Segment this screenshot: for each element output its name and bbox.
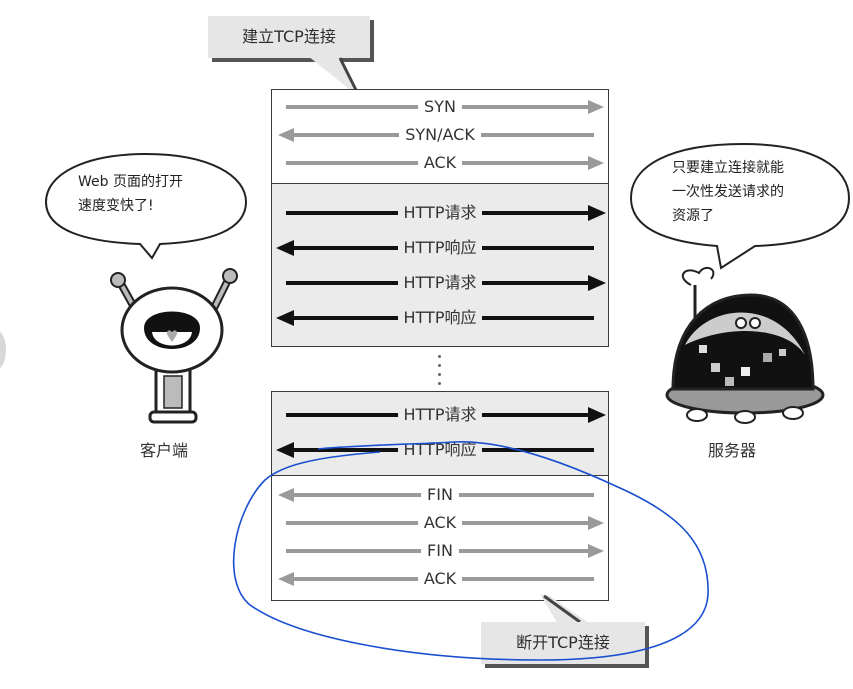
seq-row: FIN: [272, 540, 608, 562]
server-caption: 服务器: [708, 441, 757, 460]
seq-label: HTTP响应: [397, 308, 483, 327]
seq-row: ACK: [272, 512, 608, 534]
seq-label: FIN: [421, 541, 459, 560]
seq-row: SYN: [272, 96, 608, 118]
teardown-block: FIN ACK FIN ACK: [271, 475, 609, 601]
seq-label: HTTP响应: [397, 238, 483, 257]
http-block-2: HTTP请求 HTTP响应: [271, 391, 609, 477]
seq-label: ACK: [417, 153, 463, 172]
handshake-block: SYN SYN/ACK ACK: [271, 89, 609, 185]
speech-line: Web 页面的打开: [78, 174, 183, 190]
server-robot-icon: [665, 266, 825, 424]
client-speech-bubble: [44, 152, 248, 260]
seq-row: HTTP请求: [272, 404, 608, 426]
speech-line: 速度变快了!: [78, 198, 154, 214]
edge-artifact: [0, 330, 6, 370]
seq-label: HTTP请求: [397, 405, 483, 424]
speech-line: 资源了: [672, 208, 714, 224]
callout-pointer-bottom: [540, 594, 590, 624]
seq-row: ACK: [272, 568, 608, 590]
speech-line: 只要建立连接就能: [672, 160, 784, 176]
seq-label: ACK: [417, 513, 463, 532]
seq-row: ACK: [272, 152, 608, 174]
establish-connection-callout: 建立TCP连接: [208, 16, 370, 58]
seq-label: SYN: [418, 97, 462, 116]
close-connection-callout: 断开TCP连接: [481, 622, 645, 664]
seq-label: HTTP请求: [397, 203, 483, 222]
server-speech-text: 只要建立连接就能 一次性发送请求的 资源了: [672, 156, 784, 228]
establish-connection-label: 建立TCP连接: [242, 27, 336, 46]
seq-row: HTTP响应: [272, 439, 608, 461]
seq-row: FIN: [272, 484, 608, 506]
http-block-1: HTTP请求 HTTP响应 HTTP请求 HTTP响应: [271, 183, 609, 347]
seq-row: HTTP请求: [272, 272, 608, 294]
client-robot-icon: [110, 268, 238, 424]
seq-label: HTTP请求: [397, 273, 483, 292]
server-speech-bubble: [629, 142, 851, 270]
seq-row: HTTP响应: [272, 307, 608, 329]
seq-row: SYN/ACK: [272, 124, 608, 146]
speech-line: 一次性发送请求的: [672, 184, 784, 200]
continuation-ellipsis: [437, 355, 443, 391]
client-caption: 客户端: [140, 441, 189, 460]
seq-row: HTTP请求: [272, 202, 608, 224]
seq-label: ACK: [417, 569, 463, 588]
seq-label: SYN/ACK: [399, 125, 481, 144]
close-connection-label: 断开TCP连接: [516, 633, 610, 652]
seq-row: HTTP响应: [272, 237, 608, 259]
seq-label: FIN: [421, 485, 459, 504]
client-speech-text: Web 页面的打开 速度变快了!: [78, 170, 183, 218]
seq-label: HTTP响应: [397, 440, 483, 459]
